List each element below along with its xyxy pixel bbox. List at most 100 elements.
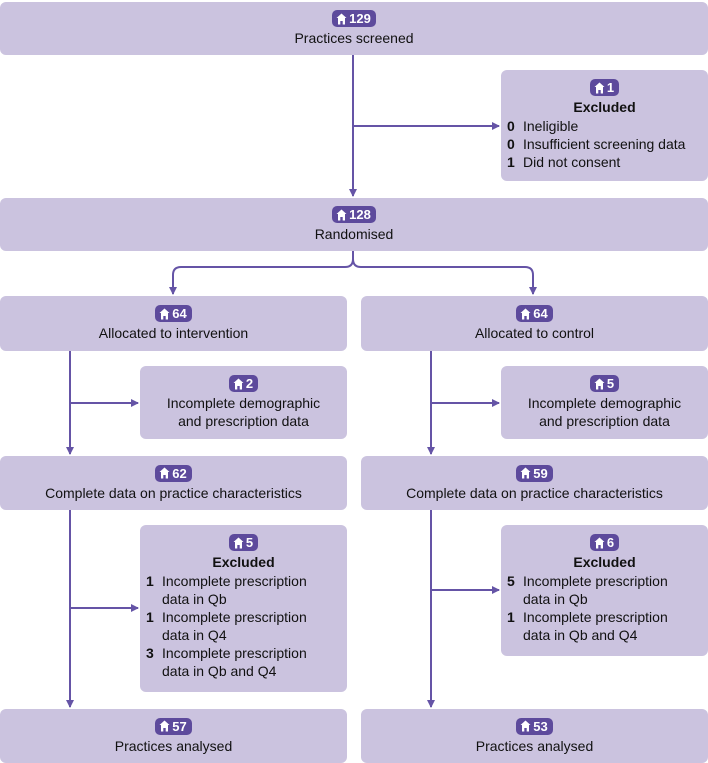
control-excluded-box: 6 Excluded 5 Incomplete prescription dat… [501,525,708,656]
control-analysed-box: 53 Practices analysed [361,709,708,763]
house-icon [520,308,531,319]
intervention-allocated-count: 64 [172,306,187,321]
intervention-incomplete-box: 2 Incomplete demographic and prescriptio… [140,366,347,439]
item-count: 1 [146,609,154,625]
item-line-2: data in Qb [162,591,227,607]
control-allocated-count-badge: 64 [516,305,553,322]
item-text: Incomplete prescription data in Qb and Q… [162,644,307,680]
house-icon [594,378,605,389]
intervention-incomplete-count: 2 [245,376,254,391]
randomised-label: Randomised [314,226,394,242]
item-text: Insufficient screening data [523,136,686,152]
control-incomplete-count-badge: 5 [589,375,620,392]
control-complete-count: 59 [533,465,548,481]
control-allocated-count: 64 [533,306,548,321]
list-item: 1 Incomplete prescription data in Qb [146,572,307,608]
arrow-randomised-to-control [352,258,537,295]
item-count: 0 [507,118,515,134]
control-excluded-count: 6 [606,535,615,550]
intervention-excluded-box: 5 Excluded 1 Incomplete prescription dat… [140,525,347,692]
excluded-screening-count-badge: 1 [589,79,620,96]
item-text: Incomplete prescription data in Qb and Q… [523,608,668,644]
house-icon [594,82,605,93]
list-item: 0 Insufficient screening data [507,135,685,153]
item-text: Incomplete prescription data in Qb [523,572,668,608]
control-incomplete-label-1: Incomplete demographic [527,395,682,411]
house-icon [520,720,531,732]
intervention-incomplete-label-2: and prescription data [178,413,309,429]
control-analysed-label: Practices analysed [475,737,594,754]
house-icon [159,467,170,479]
list-item: 1 Incomplete prescription data in Q4 [146,608,307,644]
list-item: 1 Did not consent [507,153,685,171]
screened-box: 129 Practices screened [0,2,708,55]
item-count: 1 [507,154,515,170]
item-text: Ineligible [523,118,579,134]
intervention-incomplete-label-1: Incomplete demographic [166,395,321,411]
intervention-allocated-label: Allocated to intervention [98,325,249,341]
item-count: 1 [507,609,515,625]
control-incomplete-count: 5 [606,376,615,391]
intervention-excluded-count-badge: 5 [228,534,259,551]
randomised-box: 128 Randomised [0,198,708,251]
intervention-excluded-count: 5 [245,535,254,550]
item-count: 3 [146,645,154,661]
control-analysed-count-badge: 53 [516,717,553,735]
item-text: Did not consent [523,154,621,170]
house-icon [336,13,347,24]
item-line-1: Incomplete prescription [523,609,668,625]
intervention-allocated-box: 64 Allocated to intervention [0,296,347,351]
house-icon [594,537,605,548]
intervention-analysed-count: 57 [172,718,187,734]
house-icon [159,308,170,319]
intervention-incomplete-count-badge: 2 [228,375,259,392]
intervention-analysed-box: 57 Practices analysed [0,709,347,763]
item-line-1: Incomplete prescription [523,573,668,589]
control-excluded-title: Excluded [573,554,636,570]
control-incomplete-label-2: and prescription data [539,413,670,429]
control-complete-box: 59 Complete data on practice characteris… [361,456,708,510]
intervention-excluded-list: 1 Incomplete prescription data in Qb 1 I… [140,572,307,680]
excluded-screening-box: 1 Excluded 0 Ineligible 0 Insufficient s… [501,70,708,181]
intervention-allocated-count-badge: 64 [155,305,192,322]
arrow-randomised-split [169,251,354,295]
item-text: Incomplete prescription data in Qb [162,572,307,608]
screened-count-badge: 129 [332,10,376,27]
item-line-2: data in Qb and Q4 [162,663,277,679]
house-icon [159,720,170,732]
control-complete-count-badge: 59 [516,464,553,482]
screened-label: Practices screened [294,30,414,46]
control-complete-label: Complete data on practice characteristic… [406,484,663,501]
intervention-complete-count: 62 [172,465,187,481]
item-line-2: data in Q4 [162,627,227,643]
house-icon [233,378,244,389]
list-item: 1 Incomplete prescription data in Qb and… [507,608,668,644]
item-line-1: Incomplete prescription [162,573,307,589]
intervention-analysed-count-badge: 57 [155,717,192,735]
list-item: 3 Incomplete prescription data in Qb and… [146,644,307,680]
list-item: 0 Ineligible [507,117,685,135]
intervention-complete-label: Complete data on practice characteristic… [45,484,302,501]
intervention-complete-box: 62 Complete data on practice characteris… [0,456,347,510]
excluded-screening-count: 1 [606,80,615,95]
list-item: 5 Incomplete prescription data in Qb [507,572,668,608]
excluded-screening-list: 0 Ineligible 0 Insufficient screening da… [501,117,685,171]
intervention-complete-count-badge: 62 [155,464,192,482]
control-excluded-list: 5 Incomplete prescription data in Qb 1 I… [501,572,668,644]
item-line-2: data in Qb and Q4 [523,627,638,643]
randomised-count-badge: 128 [332,206,376,223]
item-count: 1 [146,573,154,589]
screened-count: 129 [349,11,371,26]
house-icon [233,537,244,548]
house-icon [336,209,347,220]
item-count: 0 [507,136,515,152]
item-line-2: data in Qb [523,591,588,607]
control-incomplete-box: 5 Incomplete demographic and prescriptio… [501,366,708,439]
excluded-screening-title: Excluded [573,99,636,115]
item-count: 5 [507,573,515,589]
control-allocated-box: 64 Allocated to control [361,296,708,351]
randomised-count: 128 [349,207,371,222]
intervention-excluded-title: Excluded [212,554,275,570]
